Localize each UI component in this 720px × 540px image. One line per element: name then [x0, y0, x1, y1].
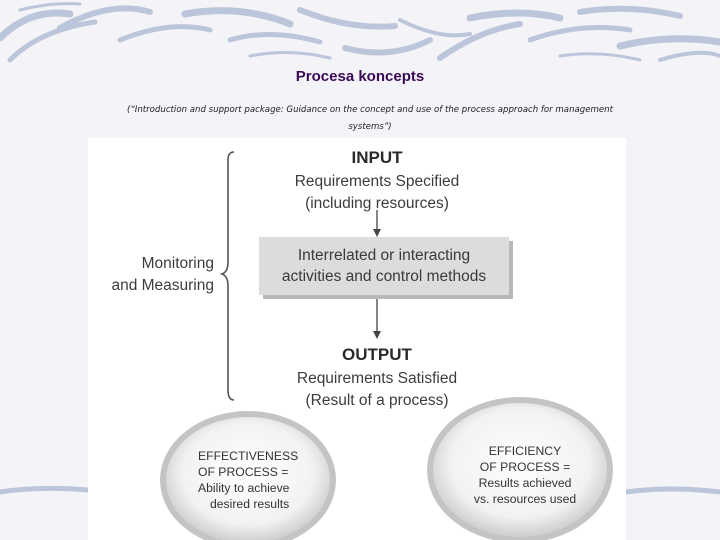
monitoring-bracket [219, 151, 235, 401]
input-requirements: Requirements Specified [294, 173, 460, 190]
effectiveness-line-1: EFFECTIVENESS [198, 449, 299, 463]
process-line-1: Interrelated or interacting [297, 247, 471, 264]
input-heading: INPUT [351, 148, 403, 167]
monitoring-line-2: and Measuring [111, 277, 214, 294]
process-diagram: INPUT Requirements Specified (including … [88, 138, 626, 540]
effectiveness-oval [160, 411, 336, 540]
process-box: Interrelated or interacting activities a… [259, 237, 509, 295]
process-line-2: activities and control methods [281, 268, 487, 285]
slide-title: Procesa koncepts [295, 68, 425, 85]
efficiency-line-3: Results achieved [478, 476, 572, 490]
output-requirements: Requirements Satisfied [296, 370, 458, 387]
output-result: (Result of a process) [305, 392, 449, 409]
caption-line-2: systems”) [348, 122, 392, 132]
caption-line-1: (“Introduction and support package: Guid… [126, 105, 613, 115]
efficiency-oval [427, 397, 613, 540]
monitoring-line-1: Monitoring [141, 255, 214, 272]
monitoring-label: Monitoring and Measuring [88, 253, 214, 297]
input-resources: (including resources) [305, 195, 449, 212]
output-heading: OUTPUT [342, 345, 412, 364]
effectiveness-line-4: desired results [210, 497, 290, 511]
diagram-graphics [160, 151, 613, 540]
efficiency-line-2: OF PROCESS = [479, 460, 571, 474]
effectiveness-line-3: Ability to achieve [198, 481, 290, 495]
efficiency-line-4: vs. resources used [473, 492, 577, 506]
efficiency-text: EFFICIENCY OF PROCESS = Results achieved… [460, 443, 590, 507]
efficiency-line-1: EFFICIENCY [488, 444, 562, 458]
effectiveness-text: EFFECTIVENESS OF PROCESS = Ability to ac… [198, 448, 328, 512]
slide-caption: (“Introduction and support package: Guid… [80, 102, 660, 136]
effectiveness-line-2: OF PROCESS = [198, 465, 289, 479]
